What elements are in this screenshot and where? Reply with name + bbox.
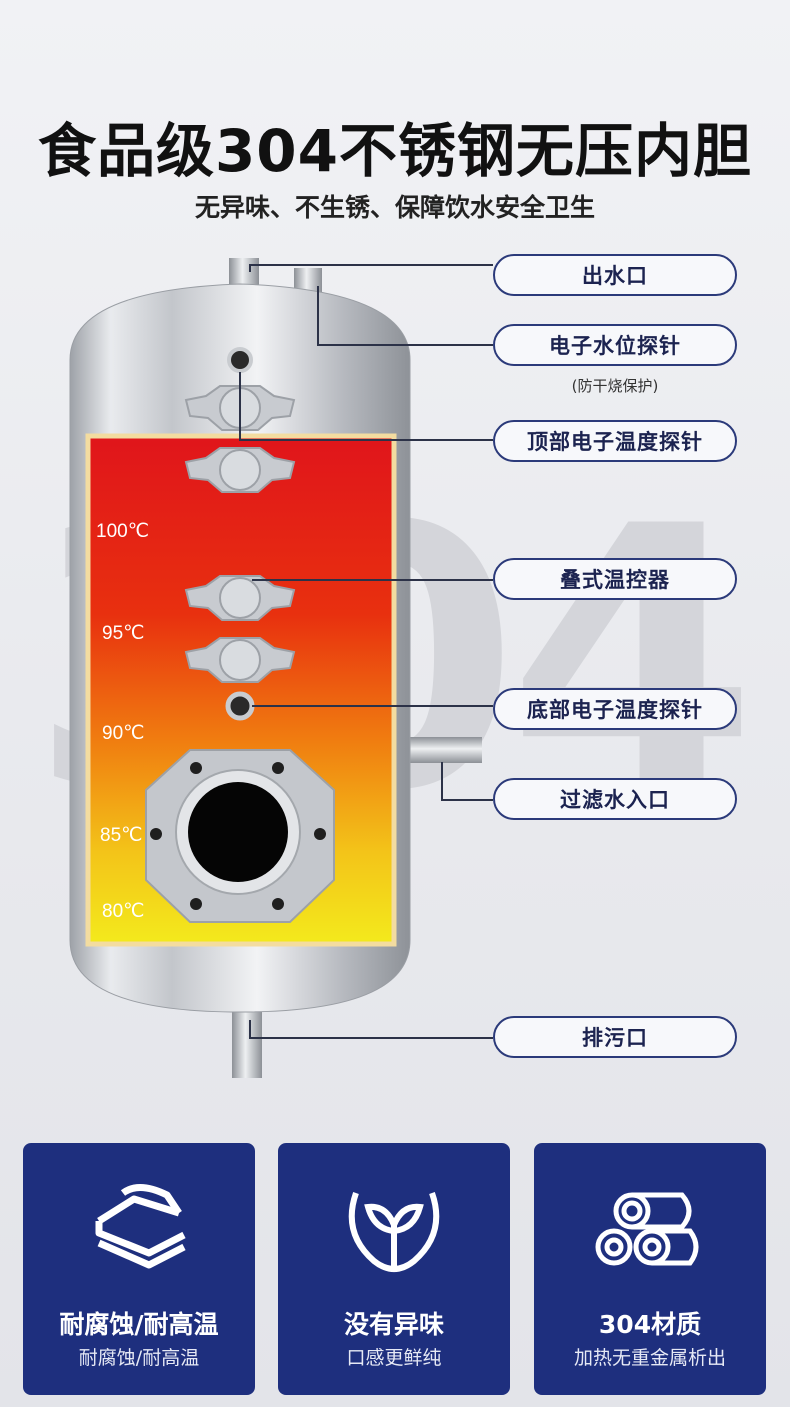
label-drain: 排污口 [493, 1016, 737, 1058]
temp-label-100: 100℃ [96, 521, 150, 542]
temp-label-85: 85℃ [100, 825, 143, 846]
layers-icon [95, 1184, 186, 1269]
sprout-icon [348, 1192, 440, 1272]
label-outlet: 出水口 [493, 254, 737, 296]
feature-title: 没有异味 [343, 1310, 444, 1339]
inlet-pipe [410, 737, 482, 763]
page-title: 食品级304不锈钢无压内胆 [37, 117, 753, 185]
steel-coils-icon [595, 1192, 699, 1266]
label-water-level-probe: 电子水位探针 [493, 324, 737, 366]
page-subtitle: 无异味、不生锈、保障饮水安全卫生 [194, 193, 595, 222]
leader-lines [239, 264, 493, 1039]
feature-card-no-odor: 没有异味 口感更鲜纯 [278, 1143, 510, 1395]
temp-label-80: 80℃ [102, 901, 145, 922]
feature-subtitle: 加热无重金属析出 [573, 1347, 726, 1369]
label-stacked-thermostat: 叠式温控器 [493, 558, 737, 600]
temp-label-90: 90℃ [102, 723, 145, 744]
feature-card-304-material: 304材质 加热无重金属析出 [534, 1143, 766, 1395]
feature-title: 耐腐蚀/耐高温 [59, 1310, 219, 1339]
label-bottom-temp-probe: 底部电子温度探针 [493, 688, 737, 730]
water-level-probe [227, 347, 253, 373]
label-filtered-inlet: 过滤水入口 [493, 778, 737, 820]
feature-title: 304材质 [598, 1310, 702, 1339]
label-top-temp-probe: 顶部电子温度探针 [493, 420, 737, 462]
label-water-level-note: (防干烧保护) [571, 377, 659, 395]
bottom-probe [225, 691, 255, 721]
feature-subtitle: 耐腐蚀/耐高温 [78, 1347, 200, 1369]
feature-card-corrosion: 耐腐蚀/耐高温 耐腐蚀/耐高温 [23, 1143, 255, 1395]
feature-subtitle: 口感更鲜纯 [346, 1347, 442, 1369]
temp-label-95: 95℃ [102, 623, 145, 644]
thermostat-fittings [184, 385, 296, 683]
tank-illustration [69, 258, 493, 1078]
